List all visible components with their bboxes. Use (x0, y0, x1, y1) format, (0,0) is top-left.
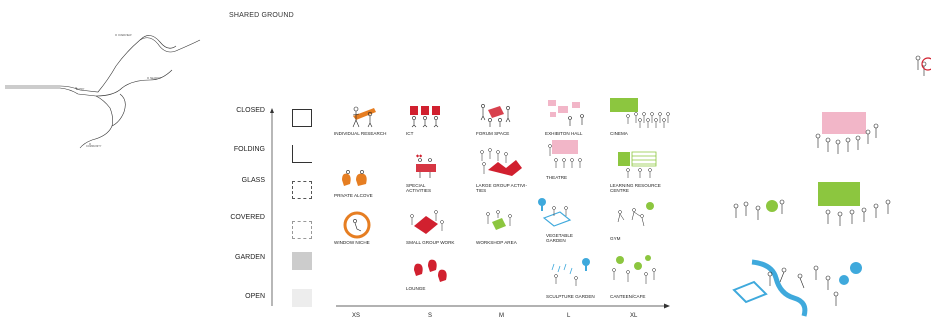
canteen-cafe-icon (612, 255, 656, 284)
theatre-icon (548, 140, 582, 168)
special-activities-icon: ◆◆ (416, 153, 436, 178)
site-map: OVERVIEW ENTRY SEARCH COMMUNITY (5, 34, 201, 149)
glass-enclosure-icon (292, 181, 312, 199)
label-cinema: CINEMA (610, 131, 628, 136)
scale-m: M (499, 313, 504, 319)
sculpture-garden-icon (551, 258, 590, 286)
small-group-work-icon (410, 210, 444, 234)
window-niche-icon (343, 211, 371, 239)
svg-text:◆◆: ◆◆ (416, 153, 423, 158)
label-large-group-activities: LARGE GROUP ACTIVI- TIES (476, 183, 527, 194)
label-ict: ICT (406, 131, 414, 136)
label-window-niche: WINDOW NICHE (334, 240, 370, 245)
row-label-folding: FOLDING (233, 146, 265, 153)
map-label-overview: OVERVIEW (118, 34, 132, 37)
folding-enclosure-icon (292, 145, 312, 163)
row-label-covered: COVERED (230, 214, 265, 221)
scale-l: L (567, 313, 571, 319)
lounge-icon (414, 259, 447, 282)
label-gym: GYM (610, 236, 621, 241)
large-group-activities-icon (480, 148, 522, 176)
label-workshop-area: WORKSHOP AREA (476, 240, 517, 245)
label-theatre: THEATRE (546, 175, 568, 180)
label-forum-space: FORUM SPACE (476, 131, 510, 136)
row-label-closed: CLOSED (236, 107, 265, 114)
scale-s: S (428, 313, 433, 319)
label-small-group-work: SMALL GROUP WORK (406, 240, 455, 245)
open-enclosure-icon (292, 289, 312, 307)
forum-space-icon (480, 104, 511, 127)
learning-resource-centre-icon (618, 151, 657, 178)
map-label-entry: ENTRY (76, 88, 85, 91)
row-label-open: OPEN (245, 293, 265, 300)
exhibition-hall-icon (548, 100, 584, 126)
label-private-alcove: PRIVATE ALCOVE (334, 193, 373, 198)
learning-vignette (733, 182, 891, 226)
scale-axis-arrow (336, 303, 670, 309)
closed-enclosure-icon (292, 109, 312, 127)
map-label-search: SEARCH (150, 77, 161, 80)
label-special-activities: SPECIAL ACTIVITIES (406, 183, 432, 194)
label-sculpture-garden: SCULPTURE GARDEN (546, 294, 595, 299)
workshop-area-icon (486, 210, 512, 230)
label-lounge: LOUNGE (406, 286, 426, 291)
scale-xs: XS (352, 313, 361, 319)
row-label-glass: GLASS (241, 177, 265, 184)
label-exhibition-hall: EXHIBITON HALL (545, 131, 583, 136)
garden-enclosure-icon (292, 252, 312, 270)
exhibition-vignette (815, 112, 879, 154)
label-canteen-cafe: CANTEEN/CAFE (610, 294, 646, 299)
label-vegetable-garden: VEGETABLE GARDEN (546, 233, 573, 244)
row-label-garden: GARDEN (235, 254, 265, 261)
cinema-icon (610, 98, 670, 128)
individual-research-icon (352, 106, 376, 128)
vertical-axis-arrow (270, 108, 274, 306)
vegetable-garden-icon (538, 198, 572, 227)
corner-vignette (915, 55, 931, 76)
gym-icon (617, 202, 654, 227)
covered-enclosure-icon (292, 221, 312, 239)
scale-xl: XL (630, 313, 638, 319)
map-label-community: COMMUNITY (86, 145, 102, 148)
garden-vignette (732, 259, 862, 317)
page-title: SHARED GROUND (229, 12, 294, 19)
ict-icon (410, 106, 440, 128)
private-alcove-icon (342, 170, 367, 186)
label-learning-resource-centre: LEARNING RESOURCE CENTRE (610, 183, 661, 194)
label-individual-research: INDIVIDUAL RESEARCH (334, 131, 387, 136)
